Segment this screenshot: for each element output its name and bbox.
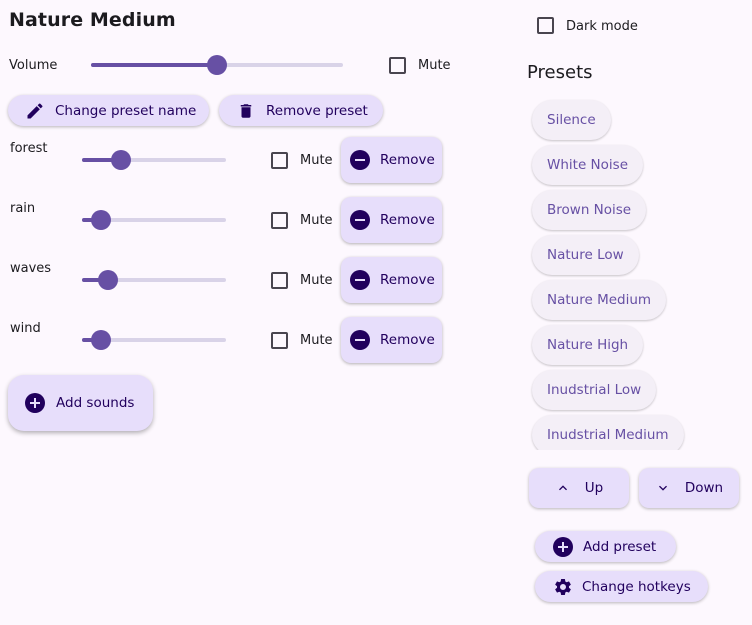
sound-mute-checkbox[interactable] xyxy=(271,152,288,169)
sound-mute-checkbox[interactable] xyxy=(271,212,288,229)
volume-slider-thumb[interactable] xyxy=(207,55,227,75)
change-preset-name-button[interactable]: Change preset name xyxy=(8,95,209,126)
remove-circle-icon xyxy=(350,330,370,350)
sound-volume-slider[interactable] xyxy=(82,150,226,170)
sound-name: forest xyxy=(10,141,48,156)
remove-sound-button[interactable]: Remove xyxy=(341,137,442,183)
sound-slider-fill xyxy=(82,278,108,282)
preset-chip[interactable]: Nature High xyxy=(532,325,644,365)
sound-name: wind xyxy=(10,321,41,336)
preset-chip[interactable]: Inudstrial Low xyxy=(532,370,657,410)
remove-circle-icon xyxy=(350,270,370,290)
pencil-icon xyxy=(25,101,45,121)
sound-mute-label: Mute xyxy=(300,213,333,228)
preset-title: Nature Medium xyxy=(9,9,176,31)
volume-slider-fill xyxy=(91,63,217,67)
remove-sound-label: Remove xyxy=(380,272,435,288)
remove-sound-label: Remove xyxy=(380,212,435,228)
sound-mute-label: Mute xyxy=(300,273,333,288)
remove-sound-label: Remove xyxy=(380,152,435,168)
add-sounds-label: Add sounds xyxy=(56,395,135,411)
preset-chip[interactable]: Nature Low xyxy=(532,235,639,275)
add-sounds-button[interactable]: Add sounds xyxy=(8,375,153,431)
preset-chip[interactable]: Brown Noise xyxy=(532,190,647,230)
preset-up-label: Up xyxy=(584,480,604,496)
sound-name: waves xyxy=(10,261,52,276)
sound-slider-fill xyxy=(82,158,121,162)
remove-sound-button[interactable]: Remove xyxy=(341,317,442,363)
sound-slider-thumb[interactable] xyxy=(97,270,118,290)
preset-chip[interactable]: Inudstrial Medium xyxy=(532,415,684,450)
volume-label: Volume xyxy=(9,58,58,73)
remove-circle-icon xyxy=(350,210,370,230)
sound-slider-thumb[interactable] xyxy=(90,210,111,230)
add-preset-button[interactable]: Add preset xyxy=(535,531,676,562)
sound-name: rain xyxy=(10,201,36,216)
sound-volume-slider[interactable] xyxy=(82,330,226,350)
dark-mode-label: Dark mode xyxy=(566,19,638,34)
remove-sound-label: Remove xyxy=(380,332,435,348)
add-preset-label: Add preset xyxy=(583,538,657,555)
presets-heading: Presets xyxy=(527,62,593,83)
sound-slider-thumb[interactable] xyxy=(110,150,131,170)
change-hotkeys-button[interactable]: Change hotkeys xyxy=(535,571,708,602)
volume-mute-label: Mute xyxy=(418,58,451,73)
remove-preset-button[interactable]: Remove preset xyxy=(219,95,383,126)
chevron-down-icon xyxy=(655,480,671,496)
volume-slider[interactable] xyxy=(91,55,343,75)
trash-icon xyxy=(237,101,255,121)
remove-preset-label: Remove preset xyxy=(266,102,368,119)
preset-chip[interactable]: Silence xyxy=(532,100,611,140)
sound-volume-slider[interactable] xyxy=(82,270,226,290)
chevron-up-icon xyxy=(555,480,571,496)
remove-sound-button[interactable]: Remove xyxy=(341,197,442,243)
volume-mute-checkbox[interactable] xyxy=(389,57,406,74)
preset-down-label: Down xyxy=(684,480,724,496)
sound-volume-slider[interactable] xyxy=(82,210,226,230)
remove-circle-icon xyxy=(350,150,370,170)
add-circle-icon xyxy=(553,536,573,557)
dark-mode-checkbox[interactable] xyxy=(537,17,554,34)
gear-icon xyxy=(553,577,573,597)
change-preset-name-label: Change preset name xyxy=(55,102,197,119)
preset-chip[interactable]: Nature Medium xyxy=(532,280,667,320)
change-hotkeys-label: Change hotkeys xyxy=(582,578,691,595)
preset-chip[interactable]: White Noise xyxy=(532,145,643,185)
preset-down-button[interactable]: Down xyxy=(639,468,739,508)
sound-mute-checkbox[interactable] xyxy=(271,272,288,289)
preset-up-button[interactable]: Up xyxy=(529,468,629,508)
sound-slider-thumb[interactable] xyxy=(90,330,111,350)
sound-mute-label: Mute xyxy=(300,333,333,348)
remove-sound-button[interactable]: Remove xyxy=(341,257,442,303)
add-circle-icon xyxy=(25,393,45,413)
sound-mute-checkbox[interactable] xyxy=(271,332,288,349)
sound-mute-label: Mute xyxy=(300,153,333,168)
